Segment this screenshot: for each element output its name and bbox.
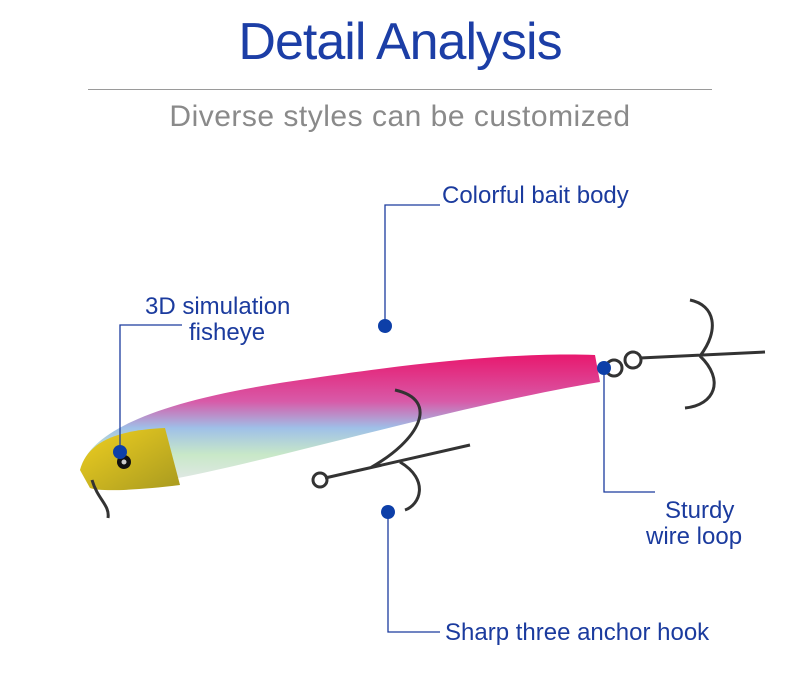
leader-line-eye [119,324,182,448]
callout-eye-label-2: fisheye [189,319,266,346]
callout-dot-body [378,319,392,333]
divider [88,89,712,90]
callout-dot-loop [597,361,611,375]
page-title: Detail Analysis [238,13,562,71]
callout-loop-label-2: wire loop [646,523,743,550]
callout-dot-hook [381,505,395,519]
callout-eye-label-1: 3D simulation [145,293,291,320]
callout-dot-eye [113,445,127,459]
page-subtitle: Diverse styles can be customized [169,100,631,133]
leader-line-body [384,204,440,322]
leader-line-hook [387,516,440,633]
callout-loop-label-1: Sturdy [665,497,735,524]
leader-line-loop [603,372,655,493]
callout-hook-label: Sharp three anchor hook [445,619,710,646]
callout-body-label: Colorful bait body [442,182,629,209]
lure-body [80,354,600,491]
